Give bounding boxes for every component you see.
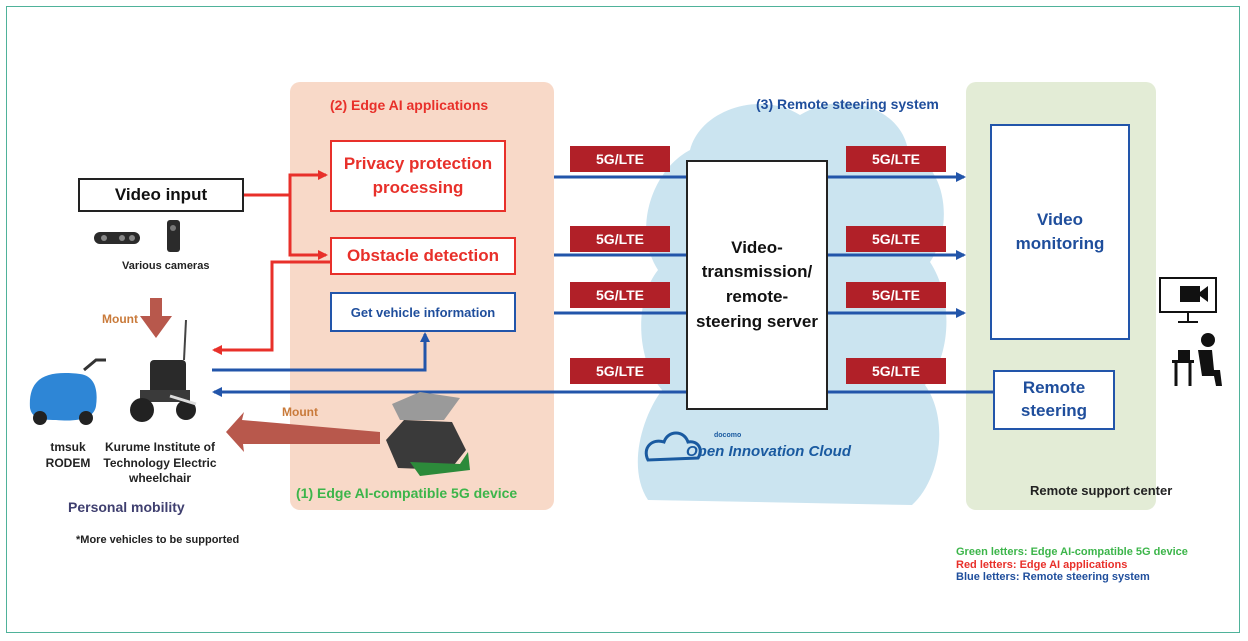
remote-support-center-label: Remote support center <box>1030 483 1173 498</box>
various-cameras-label: Various cameras <box>122 260 210 272</box>
network-tag: 5G/LTE <box>846 358 946 384</box>
diagram-frame <box>6 6 1240 633</box>
network-tag: 5G/LTE <box>570 226 670 252</box>
tmsuk-rodem-label: tmsuk RODEM <box>45 440 91 470</box>
server-box: Video-transmission/ remote-steering serv… <box>686 160 828 410</box>
operator-icon <box>1172 333 1222 386</box>
video-input-box: Video input <box>78 178 244 212</box>
remote-steering-system-label: (3) Remote steering system <box>756 96 939 112</box>
network-tag: 5G/LTE <box>570 146 670 172</box>
vehicle-info-box: Get vehicle information <box>330 292 516 332</box>
legend-red: Red letters: Edge AI applications <box>956 558 1128 571</box>
remote-steering-box: Remote steering <box>993 370 1115 430</box>
mount-label-bottom: Mount <box>282 405 318 419</box>
cloud-brand-small: docomo <box>714 432 742 439</box>
obstacle-detection-box: Obstacle detection <box>330 237 516 275</box>
kurume-label: Kurume Institute of Technology Electric … <box>103 440 217 486</box>
network-tag: 5G/LTE <box>570 358 670 384</box>
network-tag: 5G/LTE <box>846 282 946 308</box>
more-vehicles-note: *More vehicles to be supported <box>76 534 240 546</box>
legend-green: Green letters: Edge AI-compatible 5G dev… <box>956 546 1188 558</box>
network-tag: 5G/LTE <box>846 146 946 172</box>
privacy-protection-box: Privacy protection processing <box>330 140 506 212</box>
tmsuk-rodem-image <box>29 358 106 425</box>
legend-blue: Blue letters: Remote steering system <box>956 571 1150 584</box>
network-tag: 5G/LTE <box>570 282 670 308</box>
network-tag: 5G/LTE <box>846 226 946 252</box>
edge-ai-apps-label: (2) Edge AI applications <box>330 97 489 113</box>
monitor-camera-icon <box>1159 277 1217 323</box>
personal-mobility-label: Personal mobility <box>68 499 185 515</box>
cloud-brand-label: Open Innovation Cloud <box>686 443 851 460</box>
edge-device-label: (1) Edge AI-compatible 5G device <box>296 485 518 501</box>
legend: Green letters: Edge AI-compatible 5G dev… <box>956 546 1188 584</box>
electric-wheelchair-image <box>130 319 197 422</box>
video-monitoring-box: Video monitoring <box>990 124 1130 340</box>
mount-label-top: Mount <box>102 312 138 326</box>
